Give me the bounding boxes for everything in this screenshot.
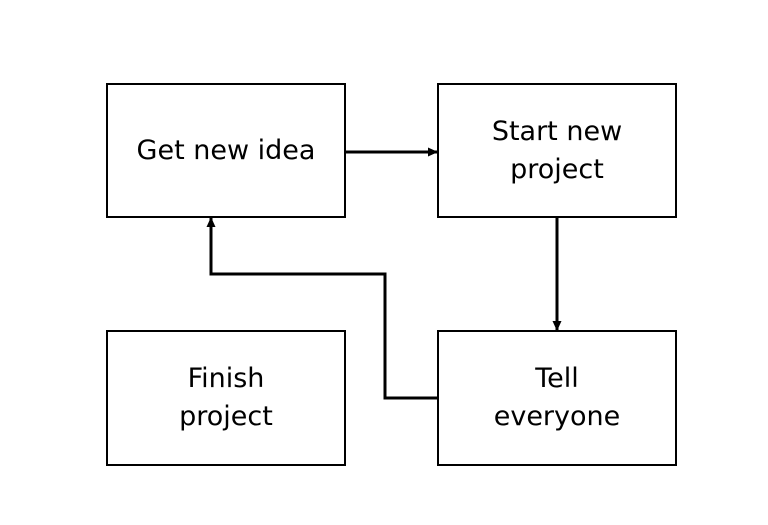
node-label: Start new project: [491, 115, 623, 185]
arrow-tell-everyone-to-get-idea: [206, 217, 437, 400]
node-finish-project: Finish project: [106, 330, 346, 466]
node-tell-everyone: Tell everyone: [437, 330, 677, 466]
node-label: Finish project: [179, 363, 273, 432]
node-get-new-idea: Get new idea: [106, 83, 346, 218]
node-start-new-project: Start new project: [437, 83, 677, 218]
node-label: Get new idea: [136, 134, 316, 166]
node-label: Tell everyone: [493, 363, 621, 432]
